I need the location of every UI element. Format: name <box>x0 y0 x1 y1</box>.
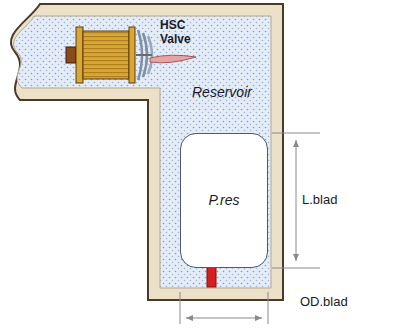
reservoir-fluid <box>14 16 271 288</box>
dimension-label: OD.blad <box>300 294 348 310</box>
bladder-plug <box>207 267 216 287</box>
housing-wall <box>11 4 283 300</box>
dimension-label: L.blad <box>302 192 337 208</box>
bladder-box: P.res <box>180 133 268 268</box>
node-text: Reservoir <box>192 84 252 101</box>
reservoir-region: ReservoirP.res <box>0 0 292 305</box>
diameter-dimension <box>180 292 268 324</box>
node-text: P.res <box>209 192 240 209</box>
valve-label: HSC Valve <box>160 18 210 47</box>
